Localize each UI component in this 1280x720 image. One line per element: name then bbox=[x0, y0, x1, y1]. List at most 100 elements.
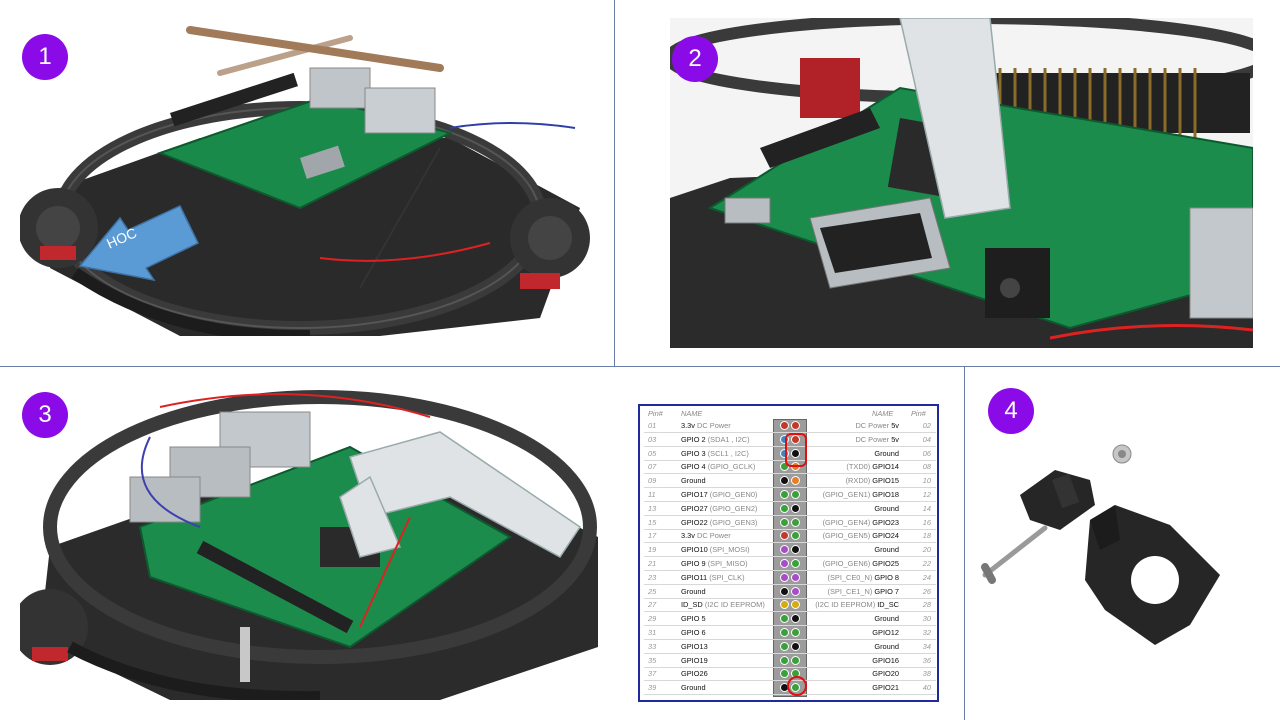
pin-name-left-main: GPIO22 bbox=[681, 517, 708, 527]
pin-name-left-main: GPIO19 bbox=[681, 655, 708, 665]
pin-header-left: Pin# bbox=[648, 409, 663, 418]
pin-name-left-main: GPIO 2 bbox=[681, 434, 706, 444]
pin-dot-left bbox=[780, 641, 789, 651]
pin-number-right: 02 bbox=[922, 421, 931, 430]
pin-name-right-desc: (SPI_CE0_N) bbox=[827, 572, 875, 582]
pin-name-right-desc: DC Power bbox=[855, 434, 892, 444]
pin-header-right: Pin# bbox=[911, 409, 926, 418]
pin-dot-right bbox=[791, 476, 800, 486]
pin-number-left: 25 bbox=[648, 586, 657, 596]
pin-name-left: GPIO11 (SPI_CLK) bbox=[681, 571, 811, 584]
pin-name-left-main: GPIO 4 bbox=[681, 462, 706, 472]
pin-number-left: 27 bbox=[648, 600, 657, 610]
pin-name-right-main: GPIO25 bbox=[872, 559, 899, 568]
pin-name-right-main: Ground bbox=[874, 503, 899, 513]
pin-number-right: 36 bbox=[922, 655, 931, 665]
row-divider bbox=[644, 445, 936, 447]
pin-name-left-desc: (SPI_CLK) bbox=[707, 572, 745, 582]
pin-name-left-desc: (SDA1 , I2C) bbox=[705, 434, 750, 444]
name-header-left: NAME bbox=[681, 409, 703, 418]
pin-name-left-main: GPIO 5 bbox=[681, 614, 706, 624]
pin-name-left-main: Ground bbox=[681, 476, 706, 486]
pin-dot-right bbox=[791, 448, 800, 458]
pin-dot-left bbox=[780, 490, 789, 499]
pin-name-right-desc: (GPIO_GEN5) bbox=[822, 531, 873, 541]
pin-name-right-main: GPIO 7 bbox=[874, 586, 899, 596]
pin-dot-left bbox=[780, 600, 789, 610]
pin-name-left-main: GPIO 3 bbox=[681, 448, 706, 458]
step-badge-4: 4 bbox=[988, 388, 1034, 434]
pin-name-left: GPIO10 (SPI_MOSI) bbox=[681, 543, 811, 556]
pin-name-left-main: GPIO 6 bbox=[681, 628, 706, 637]
pin-dot-right bbox=[791, 559, 800, 568]
pin-number-left: 03 bbox=[648, 434, 657, 444]
pin-dot-right bbox=[791, 503, 800, 513]
pin-name-right-main: GPIO 8 bbox=[874, 572, 899, 582]
row-divider bbox=[644, 473, 936, 475]
gpio-pinout-table: Pin# NAME NAME Pin# 01 3.3v DC Power DC Po… bbox=[638, 404, 939, 702]
vertical-divider-top bbox=[614, 0, 615, 366]
pin-name-left-desc: (I2C ID EEPROM) bbox=[702, 600, 765, 610]
pin-number-right: 38 bbox=[922, 669, 931, 679]
nose-direction-arrow bbox=[78, 205, 200, 282]
pin-name-left-main: GPIO13 bbox=[681, 641, 708, 651]
pin-name-left-desc: DC Power bbox=[694, 531, 731, 541]
pin-name-left: Ground bbox=[681, 585, 811, 598]
highlight-gpio21-pin bbox=[787, 676, 807, 696]
pin-number-left: 01 bbox=[648, 421, 657, 430]
pin-name-right: GPIO12 bbox=[759, 626, 899, 639]
pin-number-left: 33 bbox=[648, 641, 657, 651]
pin-name-left: 3.3v DC Power bbox=[681, 419, 811, 432]
pin-dot-left bbox=[780, 517, 789, 527]
pin-name-left-main: GPIO 9 bbox=[681, 559, 706, 568]
pin-number-left: 09 bbox=[648, 476, 657, 486]
pin-number-right: 16 bbox=[922, 517, 931, 527]
pin-name-right: (I2C ID EEPROM) ID_SC bbox=[759, 598, 899, 611]
horizontal-divider bbox=[0, 366, 1280, 367]
pin-number-left: 21 bbox=[648, 559, 657, 568]
pinout-header: Pin# NAME NAME Pin# bbox=[640, 409, 937, 421]
pin-dot-right bbox=[791, 517, 800, 527]
pin-name-right: (SPI_CE0_N) GPIO 8 bbox=[759, 571, 899, 584]
pin-dot-left bbox=[780, 669, 789, 679]
row-divider bbox=[644, 542, 936, 544]
pin-name-right-main: 5v bbox=[891, 421, 899, 430]
pin-number-left: 15 bbox=[648, 517, 657, 527]
pin-number-left: 07 bbox=[648, 462, 657, 472]
pin-number-left: 05 bbox=[648, 448, 657, 458]
pin-name-left: GPIO13 bbox=[681, 640, 811, 653]
row-divider bbox=[644, 597, 936, 599]
pin-name-right-main: GPIO14 bbox=[872, 462, 899, 472]
row-divider bbox=[644, 514, 936, 516]
pin-dot-right bbox=[791, 586, 800, 596]
pin-number-right: 32 bbox=[922, 628, 931, 637]
pin-name-right: Ground bbox=[759, 543, 899, 556]
pin-number-right: 30 bbox=[922, 614, 931, 624]
pin-dot-left bbox=[780, 421, 789, 430]
pin-name-right-main: 5v bbox=[891, 434, 899, 444]
pin-name-left-main: GPIO17 bbox=[681, 490, 708, 499]
pin-name-left-main: GPIO10 bbox=[681, 545, 708, 555]
pin-name-right-main: GPIO15 bbox=[872, 476, 899, 486]
pin-name-left: GPIO17 (GPIO_GEN0) bbox=[681, 488, 811, 501]
pin-name-left-main: ID_SD bbox=[681, 600, 703, 610]
pin-dot-left bbox=[780, 545, 789, 555]
pin-name-right-main: GPIO20 bbox=[872, 669, 899, 679]
pin-name-left: Ground bbox=[681, 474, 811, 487]
pin-name-right-main: GPIO18 bbox=[872, 490, 899, 499]
pin-dot-right bbox=[791, 490, 800, 499]
pin-name-left-desc: (GPIO_GCLK) bbox=[705, 462, 756, 472]
pin-number-left: 17 bbox=[648, 531, 657, 541]
pin-name-right: (GPIO_GEN6) GPIO25 bbox=[759, 557, 899, 570]
pin-number-left: 29 bbox=[648, 614, 657, 624]
pin-name-right-main: GPIO12 bbox=[872, 628, 899, 637]
pin-name-left: GPIO 6 bbox=[681, 626, 811, 639]
row-divider bbox=[644, 694, 936, 696]
pin-name-left: GPIO27 (GPIO_GEN2) bbox=[681, 502, 811, 515]
